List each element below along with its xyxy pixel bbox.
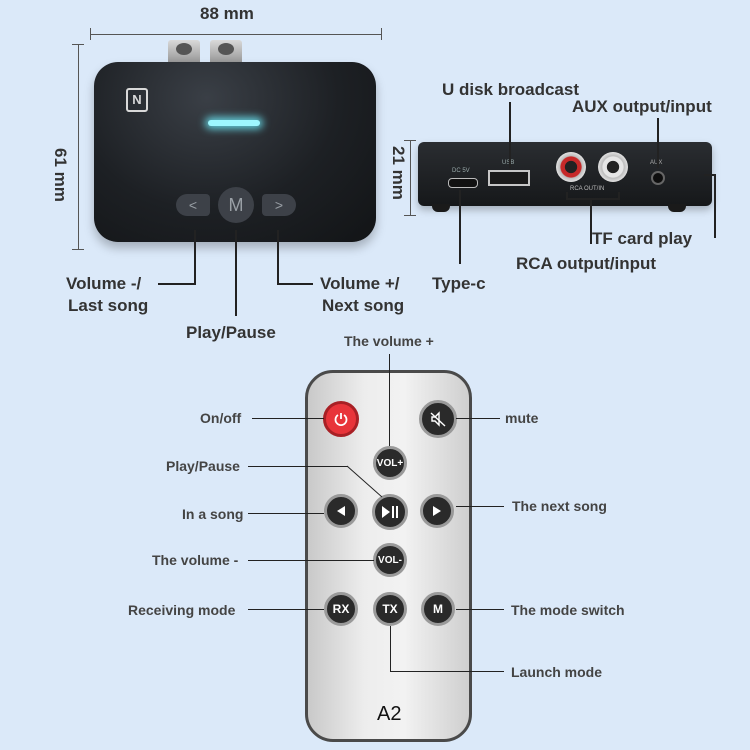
triangle-left-icon xyxy=(337,506,345,516)
rca-jack-top-left xyxy=(168,40,200,66)
callout-rca-bracket-right xyxy=(618,192,620,200)
callout-next-h xyxy=(456,506,504,507)
callout-volume-down-v xyxy=(194,230,196,284)
callout-vol-down-h xyxy=(248,560,374,561)
callout-tx-v xyxy=(390,626,391,672)
rca-jack-top-right xyxy=(210,40,242,66)
height-dimension-tick-top xyxy=(72,44,84,45)
label-volume-down-line2: Last song xyxy=(68,296,149,315)
callout-rca-v xyxy=(590,198,592,244)
rx-button[interactable]: RX xyxy=(324,592,358,626)
height-dimension-tick-bottom xyxy=(72,249,84,250)
callout-usb-v xyxy=(509,102,511,168)
callout-prev-h xyxy=(248,513,324,514)
rca-jack-white[interactable] xyxy=(598,152,628,182)
power-button[interactable] xyxy=(323,401,359,437)
tx-button[interactable]: TX xyxy=(373,592,407,626)
label-rca: RCA output/input xyxy=(516,254,657,273)
callout-play-pause-diag xyxy=(346,465,383,498)
label-type-c: Type-c xyxy=(432,274,486,293)
label-play-pause-top: Play/Pause xyxy=(186,323,276,342)
label-mode-switch: The mode switch xyxy=(511,602,625,618)
label-play-pause-remote: Play/Pause xyxy=(166,458,240,474)
callout-typec-v xyxy=(459,190,461,264)
callout-mode-h xyxy=(456,609,504,610)
aux-port[interactable] xyxy=(651,171,665,185)
vol-up-button[interactable]: VOL+ xyxy=(373,446,407,480)
callout-rca-bracket xyxy=(566,198,620,200)
nfc-icon: N xyxy=(126,88,148,112)
callout-rca-bracket-left xyxy=(566,192,568,200)
callout-volume-up-h xyxy=(277,283,313,285)
side-foot-left xyxy=(432,204,450,212)
status-led xyxy=(208,120,260,126)
label-prev-song: In a song xyxy=(182,506,244,522)
width-dimension-tick-right xyxy=(381,28,382,40)
callout-volume-down-h xyxy=(158,283,196,285)
depth-dimension-label: 21 mm xyxy=(389,146,408,200)
mute-icon xyxy=(430,411,446,427)
label-u-disk: U disk broadcast xyxy=(442,80,579,99)
height-dimension-line xyxy=(78,44,79,250)
mode-switch-button[interactable]: M xyxy=(421,592,455,626)
depth-dimension-line xyxy=(410,140,411,216)
usb-port[interactable] xyxy=(488,170,530,186)
callout-tf-v xyxy=(714,174,716,238)
label-tf-card: TF card play xyxy=(592,229,693,248)
usb-label-text: USB xyxy=(502,160,514,166)
mute-button[interactable] xyxy=(419,400,457,438)
label-volume-up: The volume + xyxy=(344,333,434,349)
mode-button[interactable]: M xyxy=(218,187,254,223)
label-on-off: On/off xyxy=(200,410,242,426)
label-mute: mute xyxy=(505,410,539,426)
remote-model-label: A2 xyxy=(377,703,402,725)
side-foot-right xyxy=(668,204,686,212)
callout-vol-up-v xyxy=(389,354,390,446)
label-launch-mode: Launch mode xyxy=(511,664,603,680)
dc-label-text: DC 5V xyxy=(452,168,470,174)
label-aux: AUX output/input xyxy=(572,97,712,116)
callout-mute-h xyxy=(456,418,500,419)
callout-play-pause-h xyxy=(248,466,348,467)
play-pause-button[interactable] xyxy=(372,494,408,530)
play-pause-icon xyxy=(382,506,398,518)
callout-onoff-h xyxy=(252,418,324,419)
callout-tf-top xyxy=(704,174,716,176)
next-track-button[interactable] xyxy=(420,494,454,528)
prev-track-button[interactable] xyxy=(324,494,358,528)
label-next-song: The next song xyxy=(512,498,607,514)
triangle-right-icon xyxy=(433,506,441,516)
width-dimension-label: 88 mm xyxy=(200,4,254,23)
rca-jack-red[interactable] xyxy=(556,152,586,182)
depth-dimension-tick-bottom xyxy=(404,215,416,216)
width-dimension-line xyxy=(90,34,382,35)
vol-down-button[interactable]: VOL- xyxy=(373,543,407,577)
prev-button[interactable]: < xyxy=(176,194,210,216)
callout-rx-h xyxy=(248,609,324,610)
callout-volume-up-v xyxy=(277,230,279,284)
callout-tx-h xyxy=(390,671,504,672)
width-dimension-tick-left xyxy=(90,28,91,40)
depth-dimension-tick-top xyxy=(404,140,416,141)
type-c-port[interactable] xyxy=(448,178,478,188)
callout-play-pause-v xyxy=(235,230,237,316)
label-volume-up-line1: Volume +/ xyxy=(320,274,400,293)
label-volume-down-line1: Volume -/ xyxy=(66,274,142,293)
rca-label-text: RCA OUT/IN xyxy=(570,186,605,192)
aux-label-text: AUX xyxy=(650,160,662,166)
label-receiving-mode: Receiving mode xyxy=(128,602,236,618)
next-button[interactable]: > xyxy=(262,194,296,216)
height-dimension-label: 61 mm xyxy=(51,148,70,202)
label-volume-up-line2: Next song xyxy=(322,296,405,315)
callout-aux-v xyxy=(657,118,659,168)
power-icon xyxy=(334,413,348,426)
label-volume-down: The volume - xyxy=(152,552,239,568)
